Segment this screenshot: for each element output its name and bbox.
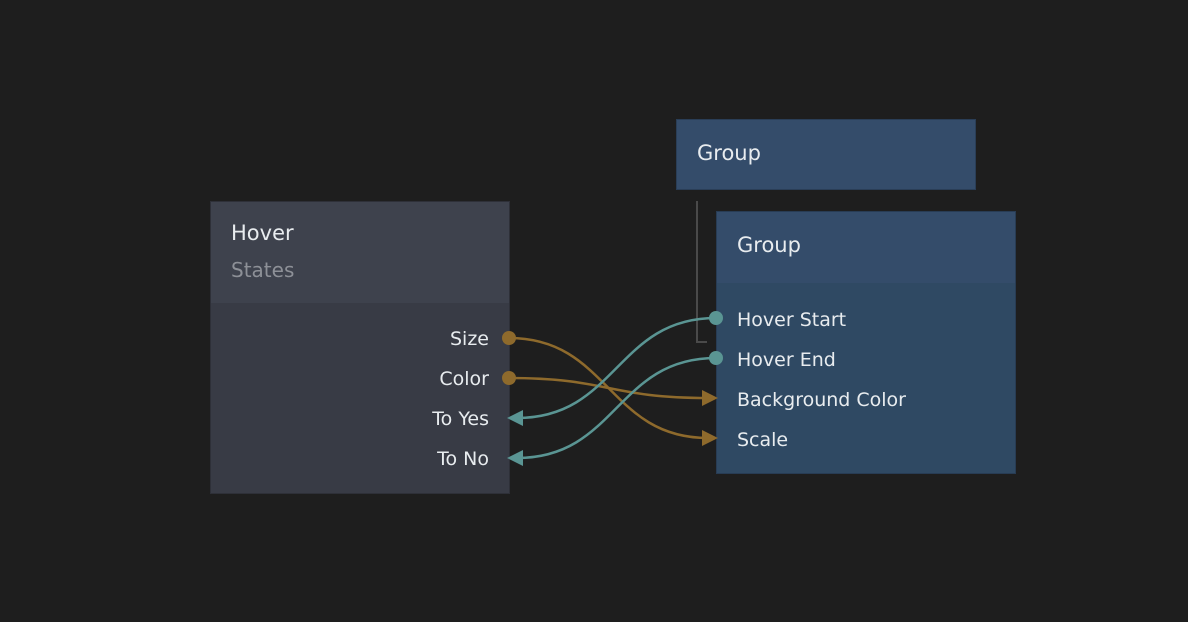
wire-hover-end-to-to-no [516, 356, 717, 460]
group-child-node[interactable]: Group Hover Start Hover End Background C… [716, 211, 1016, 474]
node-header: Group [717, 212, 1015, 283]
port-color[interactable]: Color [439, 368, 489, 390]
port-to-no[interactable]: To No [437, 448, 489, 470]
wire-color-to-background-color [508, 376, 709, 400]
node-title: Group [697, 141, 761, 165]
node-title: Hover [231, 221, 294, 245]
node-title: Group [737, 233, 801, 257]
group-parent-node[interactable]: Group [676, 119, 976, 190]
wire-hover-start-to-to-yes [516, 316, 717, 420]
port-hover-end[interactable]: Hover End [737, 349, 836, 371]
port-to-yes[interactable]: To Yes [432, 408, 489, 430]
port-background-color[interactable]: Background Color [737, 389, 906, 411]
node-subtitle: States [231, 258, 295, 282]
port-size[interactable]: Size [449, 328, 489, 350]
node-header: Hover States [211, 202, 509, 303]
port-hover-start[interactable]: Hover Start [737, 309, 847, 331]
port-scale[interactable]: Scale [737, 429, 789, 451]
hierarchy-bracket [696, 201, 707, 343]
hover-states-node[interactable]: Hover States Size Color To Yes To No [210, 201, 510, 494]
wire-size-to-scale [508, 336, 709, 440]
